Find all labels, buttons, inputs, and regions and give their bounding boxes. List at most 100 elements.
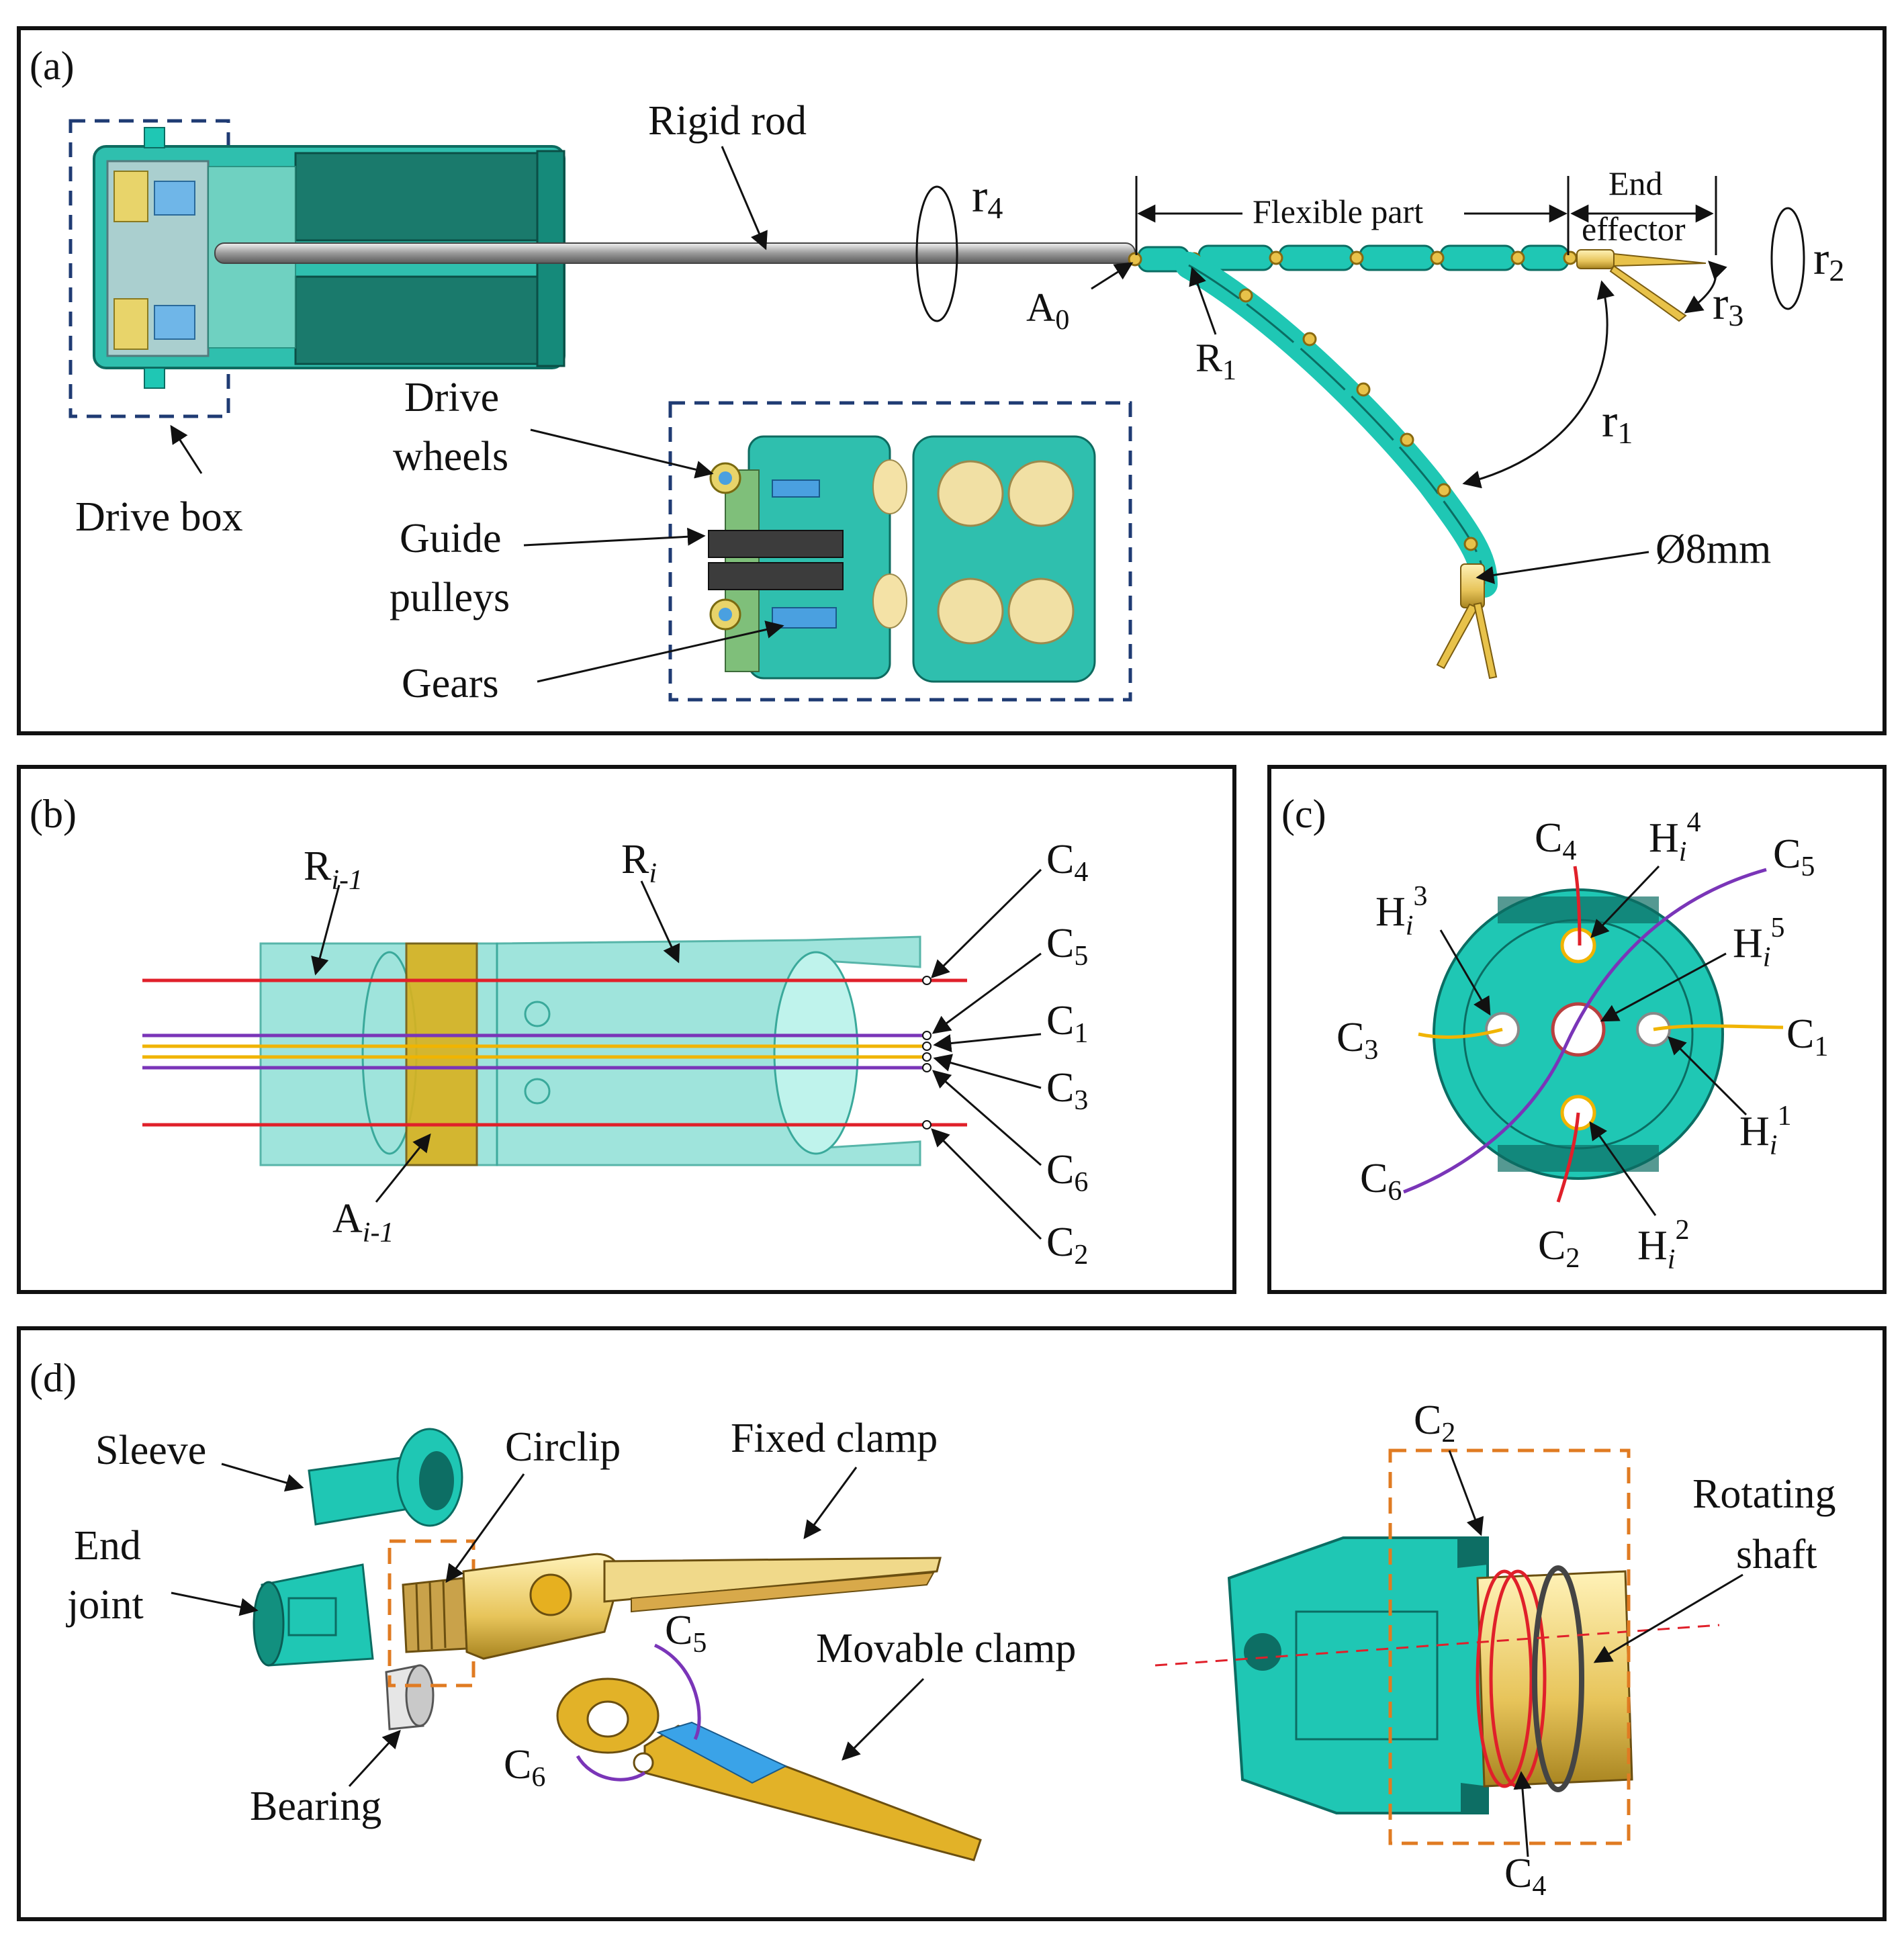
label-bearing: Bearing [250,1784,381,1829]
arrow-end-joint [171,1591,259,1616]
label-r1: r1 [1602,396,1633,450]
label-h1: Hi1 [1739,1101,1791,1161]
label-b-c3: C3 [1046,1065,1088,1116]
bearing-part [385,1664,435,1731]
arrow-guide-pulleys [523,527,706,547]
panel-b-tag: (b) [30,792,77,836]
label-d-c5: C5 [665,1608,707,1659]
arrow-drive-box [170,424,203,474]
arrow-fixed-clamp [803,1467,858,1540]
cable-c2-section [1556,1112,1580,1203]
arrow-rigid-rod [721,146,768,250]
panel-a-tag: (a) [30,44,75,88]
label-r-i: Ri [621,837,657,889]
cable-c5-clamp [653,1643,701,1741]
arrow-a0 [1091,262,1134,290]
label-b-c2: C2 [1046,1219,1088,1271]
arrow-rotating-shaft [1593,1573,1743,1663]
drive-inset [708,435,1096,683]
label-flexible-part: Flexible part [1253,193,1423,230]
label-drive-wheels-2: wheels [393,434,508,479]
label-drive-box: Drive box [75,494,243,540]
label-end-joint-1: End [74,1523,141,1569]
movable-clamp-part [556,1643,982,1861]
label-b-c5: C5 [1046,921,1088,972]
cable-c1-section [1653,1024,1784,1031]
label-c-c3: C3 [1336,1015,1378,1066]
arrow-movable-clamp [842,1677,925,1761]
arrow-r-i [640,880,680,964]
rotation-axis-line [1154,1624,1720,1667]
arrow-circlip [445,1473,525,1583]
rigid-rod [214,242,1136,264]
arrow-d-c2 [1448,1450,1484,1536]
arrow-bearing [348,1730,401,1788]
sleeve-part [308,1428,463,1527]
arrow-diameter [1476,551,1649,584]
panel-d-tag: (d) [30,1356,77,1400]
hole-h5 [1551,1002,1606,1057]
arrow-h3 [1439,929,1491,1016]
label-rotating-shaft-2: shaft [1736,1532,1817,1577]
panel-a: (a) [17,26,1887,735]
rotation-r3-icon [1684,261,1727,314]
label-circlip: Circlip [505,1424,621,1470]
flexible-part-curved [1175,252,1498,598]
label-b-c4: C4 [1046,837,1088,888]
label-r1-segment: R1 [1195,336,1236,386]
arrow-sleeve [221,1463,304,1492]
arrow-b-c1 [933,1033,1042,1052]
label-c-c6: C6 [1360,1156,1402,1207]
label-a0: A0 [1026,285,1069,336]
arrow-b-c6 [932,1070,1042,1166]
arrow-b-c2 [931,1128,1042,1240]
arrow-h2 [1589,1121,1657,1216]
panel-c-tag: (c) [1281,792,1326,836]
label-r4: r4 [972,171,1003,225]
arrow-a-prev [375,1133,431,1203]
label-fixed-clamp: Fixed clamp [731,1416,938,1461]
panel-d: (d) [17,1326,1887,1921]
end-effector-straight [1576,249,1707,322]
arrow-b-c3 [933,1054,1042,1089]
arrow-d-c4 [1513,1771,1532,1857]
zoom-detail-frame [1388,1448,1631,1845]
panel-b: (b) Ri-1 Ri Ai-1 C4 C5 C1 C3 [17,765,1236,1294]
label-a-prev: Ai-1 [332,1196,394,1248]
rotation-r4-icon [915,185,958,322]
label-guide-pulleys-1: Guide [400,516,502,561]
arrow-b-c4 [931,868,1042,978]
label-h4: Hi4 [1649,807,1701,868]
label-c-c2: C2 [1538,1223,1580,1274]
label-guide-pulleys-2: pulleys [390,575,510,620]
label-sleeve: Sleeve [95,1428,206,1473]
segment-bore [773,951,859,1155]
arrow-h5 [1600,952,1727,1022]
cable-c6-clamp [576,1755,646,1782]
label-end-joint-2: joint [66,1582,144,1628]
label-diameter: Ø8mm [1656,526,1771,572]
end-joint-part [253,1563,374,1667]
arrow-gears [537,620,784,683]
label-end-effector-2: effector [1582,210,1686,248]
cable-c5-c6-section [1403,868,1767,1194]
cable-c4-section [1573,866,1582,946]
arrow-b-c5 [932,952,1042,1034]
flexible-part-straight [1128,244,1578,273]
drive-box-frame [69,119,230,418]
arrow-r1-segment [1189,267,1217,335]
arrow-drive-wheels [530,428,714,479]
label-rigid-rod: Rigid rod [648,98,807,144]
arrow-r-prev [311,884,341,976]
arrow-h1 [1668,1036,1748,1116]
label-c-c4: C4 [1535,815,1576,866]
label-h3: Hi3 [1375,881,1427,941]
label-r2: r2 [1813,233,1844,287]
drive-inset-frame [668,401,1132,702]
arrow-h4 [1590,865,1660,938]
rotation-r2-icon [1770,207,1805,310]
label-c-c1: C1 [1786,1011,1828,1062]
label-rotating-shaft-1: Rotating [1692,1471,1836,1517]
label-d-c2: C2 [1414,1397,1455,1448]
